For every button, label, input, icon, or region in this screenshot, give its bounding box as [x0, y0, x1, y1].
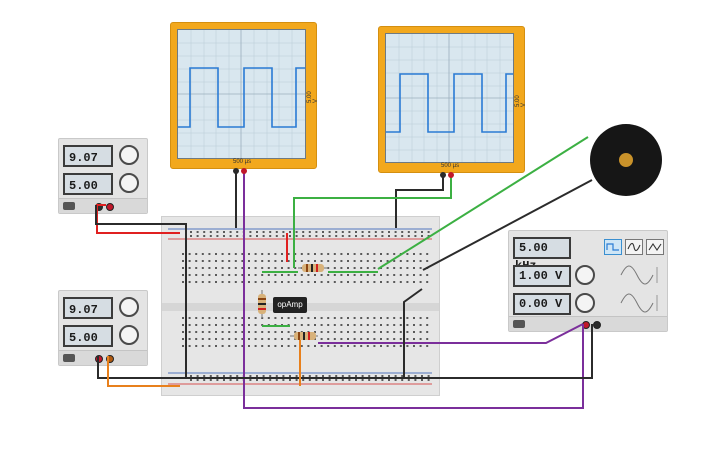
power-supply-top-base: [59, 198, 147, 213]
power-supply-top-current-knob[interactable]: [119, 173, 139, 193]
function-generator[interactable]: 5.00 kHz 1.00 V 0.00 V: [508, 230, 668, 332]
triangle-wave-icon: [627, 242, 641, 252]
function-generator-base: [509, 316, 667, 331]
function-generator-amplitude: 1.00 V: [513, 265, 571, 287]
oscilloscope-left-time-label: 500 µs: [233, 159, 252, 165]
oscilloscope-left[interactable]: 500 µs 5.00 V: [170, 22, 319, 169]
oscilloscope-right-screen: [385, 33, 514, 163]
power-supply-bottom-switch[interactable]: [63, 354, 75, 362]
square-wave-icon: [606, 243, 619, 251]
power-supply-top-switch[interactable]: [63, 202, 75, 210]
power-supply-top-voltage: 9.07 V: [63, 145, 113, 187]
sine-wave-icon: [648, 243, 662, 251]
buzzer-icon[interactable]: [586, 120, 666, 200]
oscilloscope-left-screen: [177, 29, 306, 159]
opamp-chip[interactable]: opAmp: [273, 297, 307, 313]
oscilloscope-right[interactable]: 500 µs 5.00 V: [378, 26, 527, 173]
oscilloscope-right-time-label: 500 µs: [441, 163, 460, 169]
square-wave-button[interactable]: [604, 239, 622, 255]
function-generator-positive-terminal[interactable]: [582, 321, 590, 329]
power-supply-bottom-current: 5.00 A: [63, 325, 113, 367]
power-supply-top-positive-terminal[interactable]: [106, 203, 114, 211]
oscilloscope-right-trace: [386, 34, 513, 162]
power-supply-top-current: 5.00 A: [63, 173, 113, 215]
power-supply-bottom-voltage: 9.07 V: [63, 297, 113, 339]
function-generator-offset-knob[interactable]: [575, 293, 595, 313]
power-supply-bottom-positive-terminal[interactable]: [106, 355, 114, 363]
oscilloscope-left-volt-label: 5.00 V: [307, 91, 319, 103]
power-supply-bottom[interactable]: 9.07 V 5.00 A: [58, 290, 148, 367]
power-supply-bottom-negative-terminal[interactable]: [95, 355, 103, 363]
power-supply-bottom-current-knob[interactable]: [119, 325, 139, 345]
oscilloscope-right-volt-label: 5.00 V: [515, 95, 527, 107]
power-supply-top[interactable]: 9.07 V 5.00 A: [58, 138, 148, 215]
power-supply-bottom-base: [59, 350, 147, 365]
function-generator-switch[interactable]: [513, 320, 525, 328]
power-supply-bottom-voltage-knob[interactable]: [119, 297, 139, 317]
power-supply-top-voltage-knob[interactable]: [119, 145, 139, 165]
function-generator-amplitude-knob[interactable]: [575, 265, 595, 285]
oscilloscope-left-trace: [178, 30, 305, 158]
function-generator-common-terminal[interactable]: [593, 321, 601, 329]
function-generator-frequency: 5.00 kHz: [513, 237, 571, 273]
power-supply-top-negative-terminal[interactable]: [95, 203, 103, 211]
sine-wave-button[interactable]: [646, 239, 664, 255]
triangle-wave-button[interactable]: [625, 239, 643, 255]
function-generator-offset: 0.00 V: [513, 293, 571, 315]
function-generator-wave-preview: [620, 265, 658, 313]
